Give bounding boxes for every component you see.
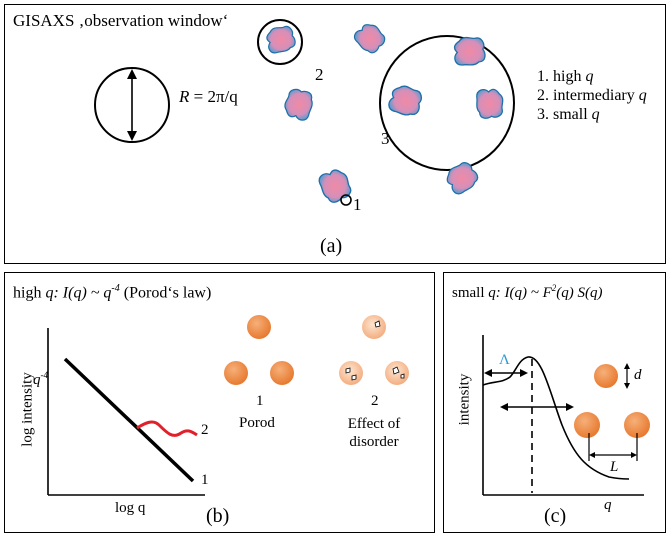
formula-R: R = 2π/q — [179, 87, 238, 106]
circle-intermediary-q — [257, 19, 303, 65]
y-axis-label: intensity — [456, 373, 473, 426]
case-1-number: 1 — [256, 393, 264, 409]
porod-line — [63, 357, 195, 483]
panel-c-drawing — [482, 335, 650, 496]
case-2-label: Effect of disorder — [347, 416, 401, 450]
legend: 1. high q 2. intermediary q 3. small q — [537, 67, 647, 124]
d-label: d — [634, 367, 642, 383]
label-3: 3 — [381, 129, 390, 148]
disordered-sphere — [339, 361, 363, 385]
panel-a: GISAXS ‚observation window‘ — [4, 4, 666, 264]
resolution-circle — [94, 67, 170, 143]
particle — [383, 79, 428, 123]
case-2-number: 2 — [371, 393, 379, 409]
x-axis-label: log q — [115, 500, 146, 516]
particle — [442, 159, 482, 197]
particle — [451, 33, 489, 70]
sphere — [224, 361, 248, 385]
sphere — [270, 361, 294, 385]
disordered-sphere — [362, 315, 386, 339]
caption-a: (a) — [320, 235, 343, 257]
panel-b: high q: I(q) ~ q-4 (Porod‘s law) log int… — [4, 272, 435, 533]
sphere — [594, 364, 618, 388]
sphere — [574, 412, 600, 438]
panel-a-title: GISAXS ‚observation window‘ — [13, 11, 229, 30]
caption-c: (c) — [544, 505, 567, 527]
circle-small-q — [379, 35, 515, 171]
panel-c-title: small q: I(q) ~ F2(q) S(q) — [452, 283, 603, 301]
panel-b-drawing — [47, 315, 409, 496]
particle — [278, 83, 320, 125]
legend-item-2: 2. intermediary q — [537, 87, 647, 104]
label-1: 1 — [353, 195, 362, 214]
case-1-label: Porod — [239, 415, 275, 431]
particle — [472, 86, 507, 122]
x-axis-label: q — [604, 497, 612, 513]
intensity-curve — [482, 356, 630, 480]
caption-b: (b) — [206, 505, 230, 527]
panel-c: small q: I(q) ~ F2(q) S(q) intensity Λ — [443, 272, 666, 533]
disorder-curve — [136, 420, 198, 437]
sphere — [624, 412, 650, 438]
circle-high-q — [340, 194, 352, 206]
particle — [317, 167, 353, 205]
legend-item-3: 3. small q — [537, 106, 600, 123]
particle — [350, 19, 390, 58]
particle — [266, 25, 296, 54]
slope-label: q-4 — [33, 370, 48, 388]
label-2: 2 — [315, 65, 324, 84]
sphere — [247, 315, 271, 339]
legend-item-1: 1. high q — [537, 68, 594, 85]
panel-b-title: high q: I(q) ~ q-4 (Porod‘s law) — [13, 283, 212, 302]
L-label: L — [610, 459, 619, 475]
panel-a-drawing — [94, 19, 515, 206]
curve-1-label: 1 — [201, 472, 209, 488]
curve-2-label: 2 — [201, 422, 209, 438]
lambda-label: Λ — [499, 352, 510, 368]
